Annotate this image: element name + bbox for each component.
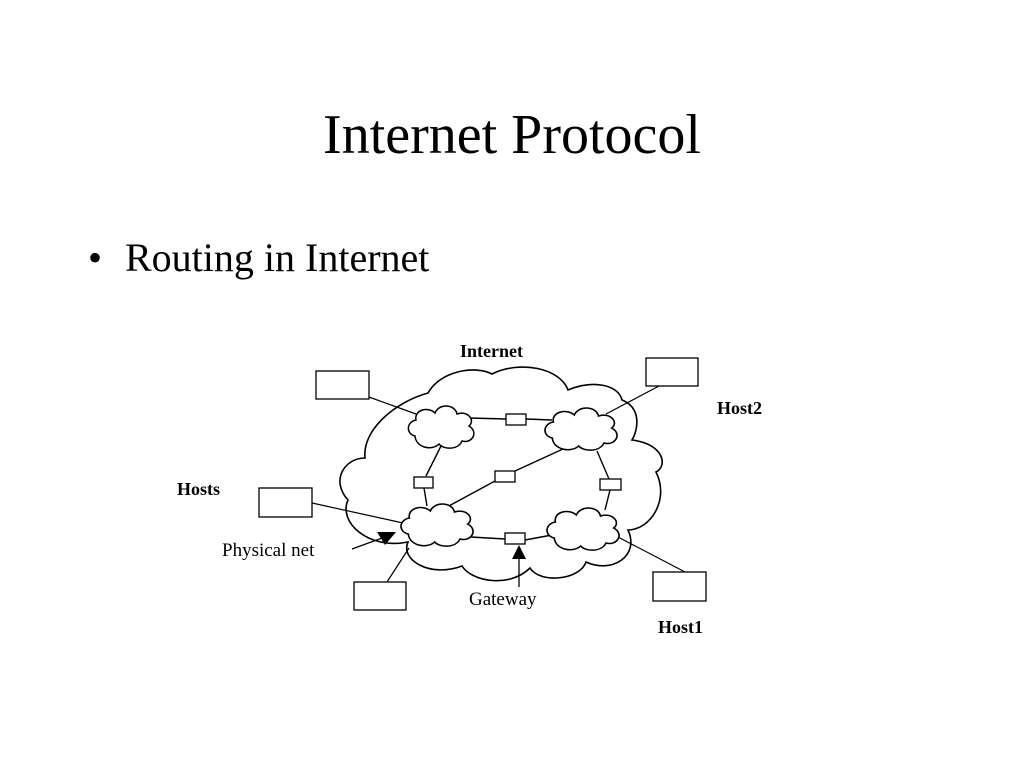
link (604, 489, 611, 511)
link (525, 418, 553, 421)
physical-net-label: Physical net (222, 540, 315, 561)
hosts (258, 357, 707, 611)
link (596, 450, 610, 480)
host-box (353, 581, 407, 611)
gateways (413, 413, 622, 545)
gateway-box (599, 478, 622, 491)
gateway-box (413, 476, 434, 489)
bullet-text: Routing in Internet (125, 235, 430, 280)
link (524, 534, 553, 541)
hosts-label: Hosts (177, 479, 220, 499)
gateway-box (505, 413, 527, 426)
link (470, 536, 506, 540)
gateway-box (504, 532, 526, 545)
bullet-item: • Routing in Internet (88, 232, 429, 284)
slide-title: Internet Protocol (323, 104, 701, 166)
host-lines (311, 385, 688, 583)
link (514, 448, 564, 472)
host-box (652, 571, 707, 602)
host2-label: Host2 (717, 398, 762, 418)
host-box (315, 370, 370, 400)
host-box (258, 487, 313, 518)
link (425, 445, 442, 477)
host-box (645, 357, 699, 387)
host-link (605, 385, 660, 415)
host-link (386, 547, 410, 583)
link (423, 487, 428, 507)
gateway-label: Gateway (469, 589, 537, 610)
host-link (311, 502, 404, 524)
link (468, 417, 507, 420)
gateway-arrow (512, 545, 526, 587)
bullet-symbol: • (88, 235, 103, 280)
gateway-box (494, 470, 516, 483)
internet-label: Internet (460, 341, 523, 361)
link-lines (423, 417, 611, 541)
host-link (368, 396, 417, 415)
bullet-list: • Routing in Internet (88, 232, 429, 284)
physical-net-arrow (351, 532, 396, 550)
link (446, 480, 496, 508)
host-link (617, 536, 688, 574)
host1-label: Host1 (658, 617, 703, 637)
